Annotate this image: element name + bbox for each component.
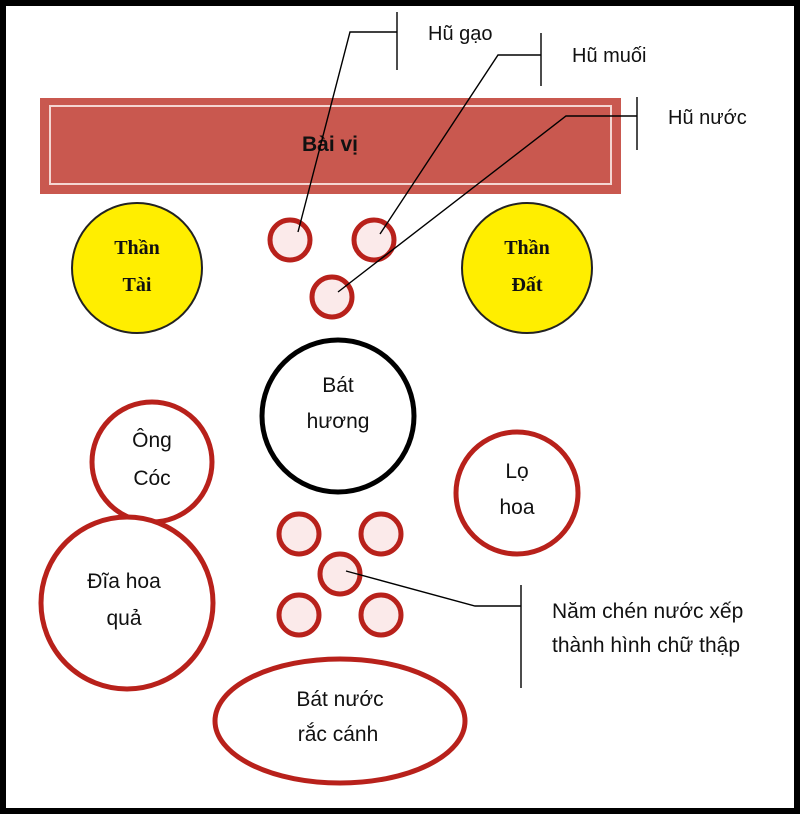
- water-cup: [358, 511, 404, 557]
- salt-jar: [351, 217, 397, 263]
- scatter-water-line1: Bát nước: [296, 688, 383, 711]
- than-tai-line1: Thần: [114, 237, 160, 259]
- tablet-label: Bài vị: [302, 133, 358, 156]
- fruit-plate: Đĩa hoa quả: [38, 514, 216, 692]
- jar-callout-lines: [297, 12, 638, 293]
- than-tai-circle: Thần Tài: [71, 202, 203, 334]
- ong-coc-line1: Ông: [132, 429, 172, 452]
- ancestral-tablet: Bài vị: [40, 98, 621, 194]
- than-dat-circle: Thần Đất: [461, 202, 593, 334]
- cups-callout-lines: [345, 570, 522, 688]
- than-tai-shape: [71, 202, 203, 334]
- flower-vase-line2: hoa: [499, 496, 534, 519]
- fruit-plate-line2: quả: [106, 607, 141, 630]
- ong-coc: Ông Cóc: [89, 399, 215, 525]
- cups-callout-line: [345, 570, 521, 607]
- than-dat-line2: Đất: [511, 274, 542, 296]
- fruit-plate-line1: Đĩa hoa: [87, 570, 161, 593]
- hu-nuoc-label: Hũ nước: [668, 107, 747, 129]
- ong-coc-line2: Cóc: [133, 467, 170, 490]
- flower-vase-shape: [453, 429, 581, 557]
- incense-bowl-shape: [259, 337, 417, 495]
- water-cup: [358, 592, 404, 638]
- flower-vase-line1: Lọ: [505, 460, 528, 483]
- tablet-body: [40, 98, 621, 194]
- incense-bowl: Bát hương: [259, 337, 417, 495]
- water-callout-line: [337, 115, 637, 293]
- scatter-water-line2: rắc cánh: [298, 723, 379, 746]
- water-cup: [317, 551, 363, 597]
- rice-jar: [267, 217, 313, 263]
- cups-label-line1: Năm chén nước xếp: [552, 600, 743, 623]
- than-tai-line2: Tài: [123, 274, 152, 296]
- water-cups-cross: [276, 511, 404, 638]
- incense-bowl-line2: hương: [307, 410, 370, 433]
- rice-callout-line: [297, 31, 397, 233]
- hu-gao-label: Hũ gạo: [428, 23, 493, 45]
- incense-bowl-line1: Bát: [322, 374, 354, 397]
- than-dat-line1: Thần: [504, 237, 550, 259]
- water-jar: [309, 274, 355, 320]
- than-dat-shape: [461, 202, 593, 334]
- water-cup: [276, 592, 322, 638]
- flower-vase: Lọ hoa: [453, 429, 581, 557]
- fruit-plate-shape: [38, 514, 216, 692]
- small-jars: [267, 217, 397, 320]
- scatter-water-bowl-shape: [212, 656, 468, 786]
- hu-muoi-label: Hũ muối: [572, 45, 646, 67]
- cups-label-line2: thành hình chữ thập: [552, 634, 740, 657]
- water-cup: [276, 511, 322, 557]
- salt-callout-line: [379, 54, 541, 235]
- scatter-water-bowl: Bát nước rắc cánh: [212, 656, 468, 786]
- ong-coc-shape: [89, 399, 215, 525]
